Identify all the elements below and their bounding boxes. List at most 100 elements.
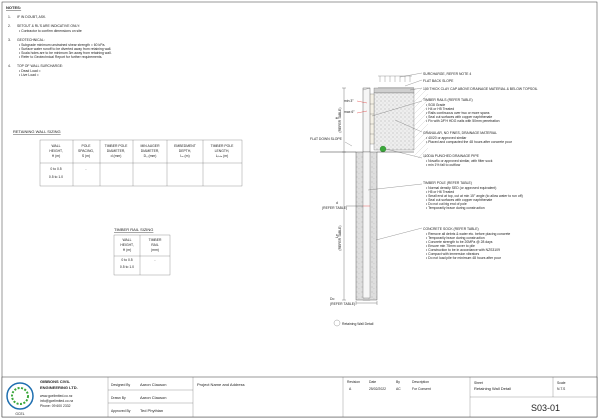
note-3-sub-1: • Subgrade minimum unstrained shear stre… <box>19 43 105 47</box>
clay-cap <box>373 87 415 94</box>
svg-text:• Placed and compacted the 48: • Placed and compacted the 48 hours afte… <box>426 140 513 144</box>
svg-text:For Consent: For Consent <box>412 387 431 391</box>
svg-text:AC: AC <box>396 387 401 391</box>
svg-text:EMBEDMENT: EMBEDMENT <box>174 144 196 148</box>
svg-text:• Small end at top, cut at min: • Small end at top, cut at min 15° angle… <box>426 194 523 198</box>
company-email: info@gcelimited.co.nz <box>40 399 74 403</box>
svg-text:d (mm): d (mm) <box>111 154 122 158</box>
svg-text:• Novaflo or approved similar,: • Novaflo or approved similar, with filt… <box>426 159 493 163</box>
svg-text:• Ensure min 75mm cover to pil: • Ensure min 75mm cover to pile <box>426 244 475 248</box>
note-4-sub-2: • Live Load = <box>19 73 39 77</box>
svg-text:TIMBER POLE: TIMBER POLE <box>211 144 235 148</box>
company-web: www.gcelimited.co.nz <box>40 394 73 398</box>
sheet-name: Retaining Wall Detail <box>474 386 511 391</box>
callout-timber-pole: TIMBER POLE (REFER TABLE) • Normal densi… <box>423 181 523 210</box>
wall-sizing-header-3: TIMBER POLE DIAMETER, d (mm) <box>105 144 129 158</box>
approved-by-label: Approved By <box>111 409 131 413</box>
svg-text:• Compact with immersion vibra: • Compact with immersion vibrators <box>426 252 480 256</box>
company-phone: Phone: 09 600 2332 <box>40 404 71 408</box>
note-4-sub-1: • Dead Load = <box>19 69 41 73</box>
note-4-num: 4. <box>8 64 11 68</box>
note-1-num: 1. <box>8 15 11 19</box>
svg-text:By: By <box>396 380 400 384</box>
svg-text:S (m): S (m) <box>82 154 90 158</box>
dimension-do: Do (REFER TABLE) <box>330 297 378 306</box>
svg-text:• Do not load pile for minimum: • Do not load pile for minimum 48 hours … <box>426 256 502 260</box>
svg-text:POLE: POLE <box>81 144 91 148</box>
leader-lines <box>344 72 423 241</box>
svg-text:D₀ (mm): D₀ (mm) <box>144 154 157 158</box>
svg-text:• Do not cut big end of pole: • Do not cut big end of pole <box>426 202 467 206</box>
svg-text:Description: Description <box>412 380 429 384</box>
wall-sizing-header-1: WALL HEIGHT, H (m) <box>49 144 62 158</box>
rail-sizing-table: TIMBER RAIL SIZING WALL HEIGHT, H (m) TI… <box>113 227 171 276</box>
svg-text:TIMBER: TIMBER <box>149 238 162 242</box>
wall-sizing-row-1-spacing: - <box>85 167 86 171</box>
svg-text:(mm): (mm) <box>151 248 159 252</box>
svg-text:Date: Date <box>369 380 376 384</box>
callout-clay-cap: 100 THICK CLAY CAP ABOVE DRAINAGE MATERI… <box>423 87 538 91</box>
svg-text:WALL: WALL <box>51 144 60 148</box>
drawn-by-label: Drawn By <box>111 396 126 400</box>
svg-text:• min 1% fall to outflow: • min 1% fall to outflow <box>426 163 461 167</box>
designed-by-value: Aaron Clauson <box>140 382 166 387</box>
svg-text:• Temporarily brace during con: • Temporarily brace during construction <box>426 236 485 240</box>
wall-sizing-title: RETAINING WALL SIZING <box>13 129 61 134</box>
note-3-sub-3: • Scala holes are to be minimum 3m away … <box>19 51 112 55</box>
svg-text:25/02/2022: 25/02/2022 <box>369 387 386 391</box>
dimension-d: d (REFER TABLE) <box>322 201 370 210</box>
svg-text:• 40/20 or approved similar: • 40/20 or approved similar <box>426 136 467 140</box>
callout-concrete-sock: CONCRETE SOCK (REFER TABLE) • Remove all… <box>423 227 510 260</box>
company-logo: GCEL <box>6 382 34 416</box>
rail-sizing-row-1-rail: - <box>154 258 155 262</box>
svg-text:GCEL: GCEL <box>15 412 24 416</box>
drainage-gravel <box>373 92 415 151</box>
svg-text:A: A <box>349 387 352 391</box>
callout-timber-rails: TIMBER RAILS (REFER TABLE) • SG8 Grade •… <box>423 98 500 123</box>
svg-text:TIMBER POLE (REFER TABLE): TIMBER POLE (REFER TABLE) <box>423 181 472 185</box>
svg-text:• Seal cut surfaces with coppe: • Seal cut surfaces with copper naphthen… <box>426 115 492 119</box>
rail-sizing-row-1-height: 0 to 0.5 <box>121 258 132 262</box>
svg-text:Do: Do <box>330 297 334 301</box>
svg-text:DEPTH,: DEPTH, <box>179 149 191 153</box>
note-2-num: 2. <box>8 24 11 28</box>
note-3-sub-4: • Refer to Geotechnical Report for furth… <box>19 55 102 59</box>
svg-text:• H5 or H6 Treated: • H5 or H6 Treated <box>426 190 454 194</box>
retaining-wall-detail: H (REFER TABLE) Le (REFER TABLE) d (REFE… <box>310 72 538 327</box>
notes-title: NOTES: <box>6 5 21 10</box>
dimension-le: Le (REFER TABLE) <box>335 152 346 301</box>
svg-text:Lₚₒₗₑ (m): Lₚₒₗₑ (m) <box>216 154 228 158</box>
approved-by-value: Ted Phythian <box>140 408 163 413</box>
revision-table: Revision Date By Description A 25/02/202… <box>347 380 431 391</box>
callout-flat-back-slope: FLAT BACK SLOPE <box>423 79 454 83</box>
svg-text:max 6°: max 6° <box>344 110 355 114</box>
svg-text:GRANULAR, NO FINES, DRAINAGE M: GRANULAR, NO FINES, DRAINAGE MATERIAL <box>423 131 497 135</box>
drainage-pipe <box>379 145 387 153</box>
wall-sizing-header-4: MIN AUGER DIAMETER, D₀ (mm) <box>140 144 160 158</box>
svg-text:Lₑ (m): Lₑ (m) <box>180 154 189 158</box>
svg-text:H (m): H (m) <box>123 248 131 252</box>
svg-text:LENGTH,: LENGTH, <box>215 149 230 153</box>
svg-text:Retaining Wall Detail: Retaining Wall Detail <box>342 322 374 326</box>
svg-text:(REFER TABLE): (REFER TABLE) <box>338 225 342 250</box>
wall-sizing-header-2: POLE SPACING, S (m) <box>78 144 94 158</box>
retained-soil <box>414 88 428 158</box>
svg-text:SPACING,: SPACING, <box>78 149 94 153</box>
svg-text:HEIGHT,: HEIGHT, <box>120 243 133 247</box>
svg-text:WALL: WALL <box>122 238 131 242</box>
svg-text:min 3°: min 3° <box>344 99 354 103</box>
note-4-head: TOP OF WALL SURCHARGE: <box>17 64 63 68</box>
company-name-2: ENGINEERING LTD. <box>40 385 78 390</box>
callout-flat-down-slope: FLAT DOWN SLOPE <box>310 137 343 141</box>
note-2-sub-1: • Contractor to confirm dimensions on si… <box>19 29 82 33</box>
wall-sizing-table: RETAINING WALL SIZING WALL HEIGHT, H (m)… <box>13 129 243 187</box>
pole-in-sock <box>362 151 371 299</box>
wall-sizing-header-5: EMBEDMENT DEPTH, Lₑ (m) <box>174 144 196 158</box>
project-label: Project Name and Address <box>197 382 245 387</box>
svg-text:d: d <box>336 201 338 205</box>
note-2-head: SETOUT & RL'S ARE INDICATIVE ONLY: <box>17 24 80 28</box>
rail-sizing-row-2-height: 0.5 to 1.0 <box>120 265 134 269</box>
drawn-by-value: Aaron Clauson <box>140 395 166 400</box>
svg-text:• Normal density SED (or appro: • Normal density SED (or approved equiva… <box>426 186 496 190</box>
